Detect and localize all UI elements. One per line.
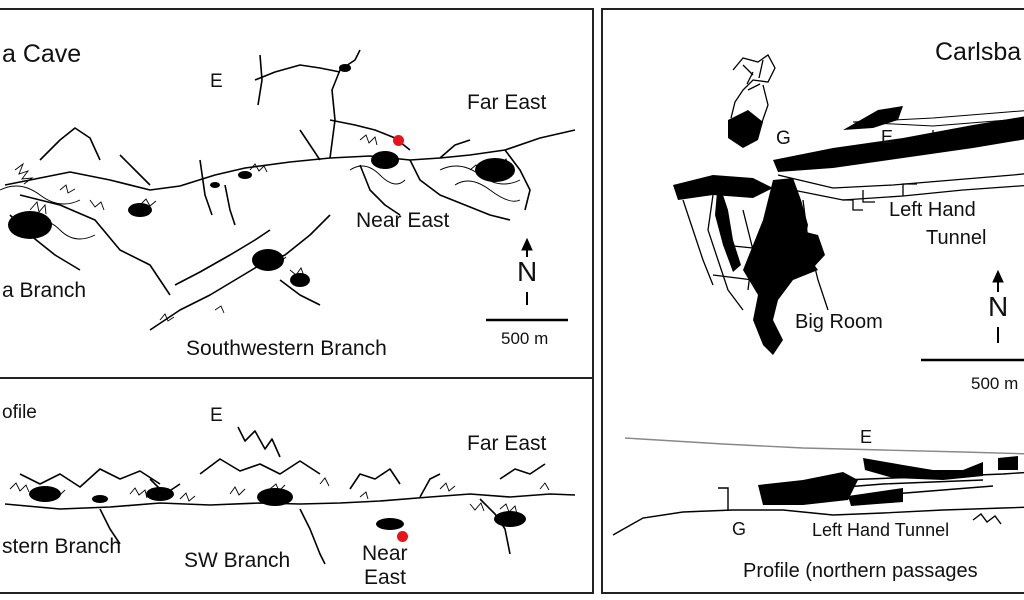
label-far-east: Far East [467, 91, 547, 114]
carlsbad-profile-label-g: G [732, 519, 747, 539]
profile-label-far-east: Far East [467, 432, 547, 455]
carlsbad-label-left-hand: Left Hand [889, 199, 976, 221]
north-arrow-icon [521, 237, 533, 305]
carlsbad-profile-label-left-hand-tunnel: Left Hand Tunnel [812, 520, 950, 540]
carlsbad-plan-map [612, 54, 1024, 536]
panel-title: a Cave [2, 40, 82, 68]
lechuguilla-plan-panel: a Cave E Far East Near East a Branch Sou… [0, 8, 594, 379]
label-western-branch: a Branch [2, 279, 87, 302]
carlsbad-label-big-room: Big Room [795, 311, 883, 333]
main-trunk-passage [4, 129, 576, 191]
carlsbad-panel: Carlsba G E Left Hand Tunnel Big Room N … [601, 8, 1024, 594]
carlsbad-title: Carlsba [935, 38, 1022, 66]
profile-label-e: E [210, 405, 223, 426]
carlsbad-label-e: E [881, 127, 894, 147]
north-label: N [517, 256, 538, 287]
location-marker [393, 135, 404, 146]
profile-label-east: East [364, 566, 407, 589]
carlsbad-scale-label: 500 m [971, 374, 1019, 393]
profile-label-sw-branch: SW Branch [184, 549, 291, 572]
carlsbad-surface-line [624, 437, 1024, 455]
profile-location-marker [397, 531, 408, 542]
carlsbad-north-arrow-icon [992, 269, 1004, 343]
carlsbad-north-label: N [988, 291, 1009, 322]
label-southwestern-branch: Southwestern Branch [186, 337, 387, 360]
profile-label-near: Near [362, 542, 408, 565]
label-e-entrance: E [210, 71, 223, 92]
carlsbad-profile-label-e: E [860, 427, 873, 447]
carlsbad-profile-caption: Profile (northern passages [743, 560, 978, 582]
profile-title: ofile [2, 402, 37, 423]
profile-label-western-branch: stern Branch [2, 535, 122, 558]
lechuguilla-plan-map [0, 49, 576, 331]
carlsbad-label-tunnel: Tunnel [926, 227, 987, 249]
scale-label: 500 m [501, 329, 549, 348]
label-near-east: Near East [356, 209, 450, 232]
lechuguilla-profile-map [4, 426, 576, 565]
carlsbad-label-g: G [776, 128, 791, 149]
lechuguilla-profile-panel: ofile E Far East stern Branch SW Branch … [0, 377, 594, 594]
